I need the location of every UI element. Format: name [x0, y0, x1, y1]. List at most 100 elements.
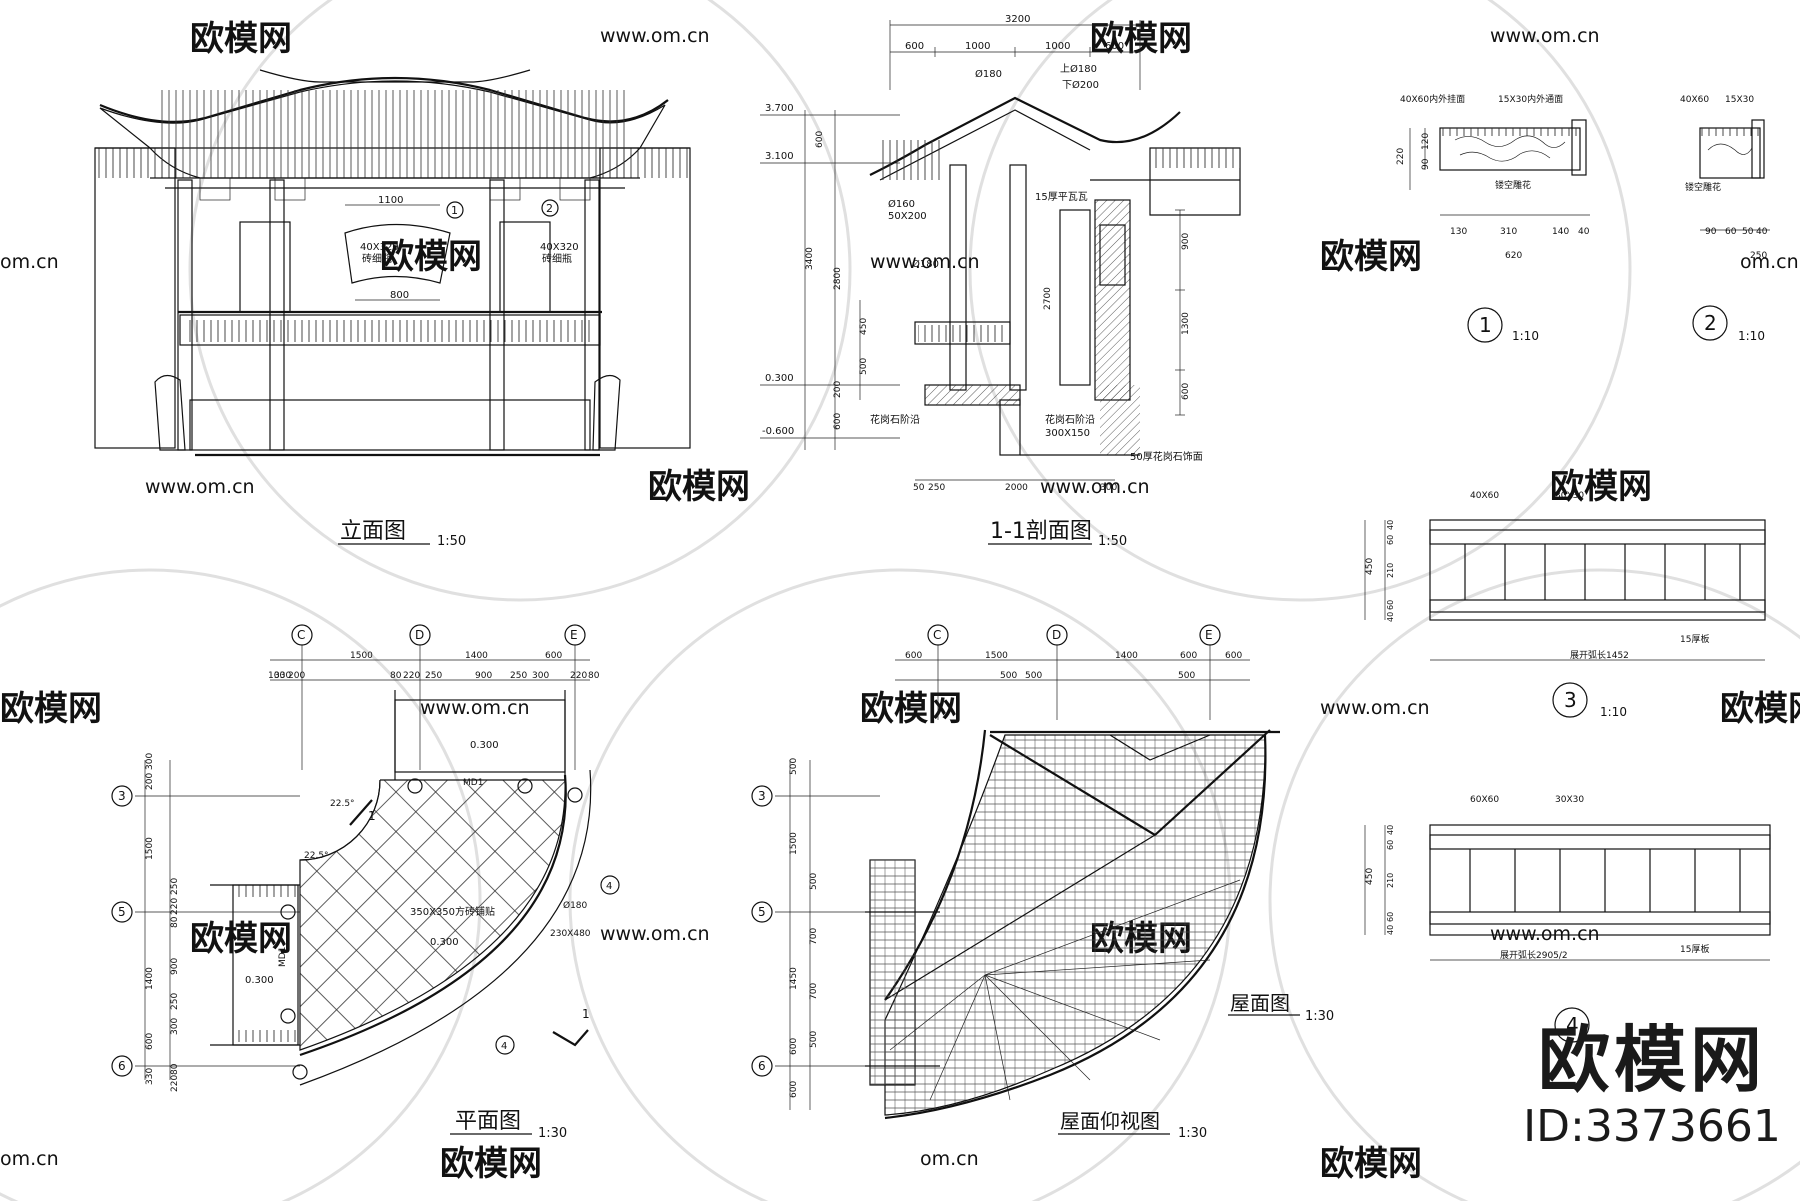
- note-label: 230X480: [550, 929, 591, 939]
- dim-label: 1450: [789, 967, 799, 990]
- dim-label: 600: [1225, 651, 1242, 661]
- dim-label: 3400: [805, 247, 815, 270]
- note-label: 22.5°: [304, 851, 329, 861]
- dim-label: 500: [809, 1031, 819, 1048]
- dim-label: 600: [815, 131, 825, 148]
- dim-label: 600: [833, 413, 843, 430]
- elevation-title: 立面图: [340, 519, 406, 544]
- detail-tag: 4: [1566, 1013, 1579, 1037]
- dim-label: 1400: [1115, 651, 1138, 661]
- dim-label: 450: [1365, 558, 1375, 575]
- dim-label: 600: [1181, 383, 1191, 400]
- level-label: 3.100: [765, 151, 794, 162]
- note-label: 40X320: [360, 242, 399, 253]
- detail-3: 40X60 30X30 450 40 60 210 60 40 展开弧长1452…: [1364, 491, 1766, 719]
- watermark-brand: 欧模网: [380, 237, 482, 277]
- note-label: 15厚板: [1680, 943, 1709, 955]
- dim-label: 1500: [350, 651, 373, 661]
- watermark-brand: 欧模网: [860, 689, 962, 729]
- note-label: 0.300: [430, 937, 459, 948]
- plan-view: C D E 3 5 6 330 1500 1400 600 220 80 100…: [111, 624, 620, 1141]
- dim-label: 300: [1100, 483, 1117, 493]
- dim-label: 220: [1396, 148, 1406, 165]
- dim-label: 500: [1178, 671, 1195, 681]
- watermark-brand: 欧模网: [0, 689, 102, 729]
- detail-scale: 1:10: [1512, 329, 1539, 343]
- dim-label: 80: [390, 671, 402, 681]
- note-label: 30X30: [1555, 795, 1584, 805]
- detail-scale: 1:10: [1600, 705, 1627, 719]
- note-label: 下Ø200: [1062, 79, 1099, 91]
- dim-label: 600: [789, 1038, 799, 1055]
- watermark-site: www.om.cn: [1490, 25, 1600, 47]
- axis-bubble: 5: [118, 905, 126, 919]
- roof-reflected-view: C D E 3 5 6 600 1500 1400 600 600 500 50…: [751, 624, 1334, 1141]
- dim-label: 3200: [1005, 14, 1030, 25]
- section-view: 3200 600 1000 1000 600 3.700 3.100 0.300…: [760, 14, 1241, 549]
- dim-label: 40: [1578, 227, 1590, 237]
- watermark-site: www.om.cn: [1320, 697, 1430, 719]
- dim-label: 展开弧长1452: [1570, 649, 1629, 661]
- watermark-brand: 欧模网: [440, 1144, 542, 1184]
- detail-tag: 3: [1564, 688, 1577, 712]
- dim-label: 1000: [1045, 41, 1070, 52]
- dim-label: 600: [1105, 41, 1124, 52]
- brand-logo: 欧模网 ID:3373661: [1512, 1020, 1792, 1154]
- note-label: 镂空雕花: [1685, 181, 1721, 193]
- note-label: 0.300: [245, 975, 274, 986]
- dim-label: 250: [928, 483, 945, 493]
- dim-label: 600: [789, 1081, 799, 1098]
- dim-label: 250: [510, 671, 527, 681]
- note-label: 60X60: [1470, 795, 1499, 805]
- dim-label: 200: [145, 773, 155, 790]
- note-label: MD1: [278, 947, 288, 967]
- dim-label: 2700: [1043, 287, 1053, 310]
- watermark-brand: 欧模网: [648, 467, 750, 507]
- dim-label: 600: [145, 1033, 155, 1050]
- dim-label: 250: [1750, 251, 1767, 261]
- dim-label: 60: [1386, 600, 1395, 610]
- watermark-brand: 欧模网: [1720, 689, 1800, 729]
- note-label: 15厚板: [1680, 633, 1709, 645]
- axis-bubble: 3: [758, 789, 766, 803]
- dim-label: 40: [1386, 825, 1395, 835]
- axis-bubble: E: [1205, 628, 1213, 642]
- note-label: 300X150: [1045, 428, 1090, 439]
- axis-bubble: D: [1052, 628, 1061, 642]
- dim-label: 2000: [1005, 483, 1028, 493]
- dim-label: 50: [913, 483, 925, 493]
- dim-label: 100: [268, 671, 285, 681]
- dim-label: 220: [170, 898, 180, 915]
- dim-label: 250: [170, 993, 180, 1010]
- section-title: 1-1剖面图: [990, 519, 1092, 544]
- dim-label: 90: [1421, 158, 1431, 170]
- dim-label: 130: [1450, 227, 1467, 237]
- detail-4: 60X60 30X30 450 40 60 210 60 40 展开弧长2905…: [1364, 795, 1771, 1043]
- detail-1: 40X60内外挂面 15X30内外通面 镂空雕花 120 90 220 130 …: [1396, 93, 1590, 343]
- plan-title: 平面图: [455, 1109, 521, 1134]
- note-label: 15X30: [1725, 95, 1754, 105]
- note-label: 0.300: [470, 740, 499, 751]
- dim-label: 250: [170, 878, 180, 895]
- axis-bubble: 3: [118, 789, 126, 803]
- note-label: 15X30内外通面: [1498, 93, 1563, 105]
- watermark-brand: 欧模网: [1320, 237, 1422, 277]
- dim-label: 展开弧长2905/2: [1500, 949, 1568, 961]
- dim-label: 330: [274, 671, 291, 681]
- detail-2: 40X60 15X30 镂空雕花 90 60 50 40 250 2 1:10: [1680, 95, 1770, 343]
- watermark-site: www.om.cn: [145, 476, 255, 498]
- detail-callout: 2: [546, 202, 553, 215]
- dim-label: 1500: [145, 837, 155, 860]
- note-label: 上Ø180: [1060, 63, 1097, 75]
- dim-label: 700: [809, 983, 819, 1000]
- elevation-scale: 1:50: [437, 534, 466, 549]
- note-label: 花岗石阶沿: [1045, 413, 1095, 426]
- dim-label: 220: [170, 1075, 180, 1092]
- dim-label: 2800: [833, 267, 843, 290]
- note-label: 40X60: [1680, 95, 1709, 105]
- dim-label: 900: [1181, 233, 1191, 250]
- dim-label: 600: [905, 651, 922, 661]
- note-label: 砖细瓶: [362, 252, 392, 265]
- dim-label: 60: [1725, 227, 1737, 237]
- watermark-site: www.om.cn: [1040, 476, 1150, 498]
